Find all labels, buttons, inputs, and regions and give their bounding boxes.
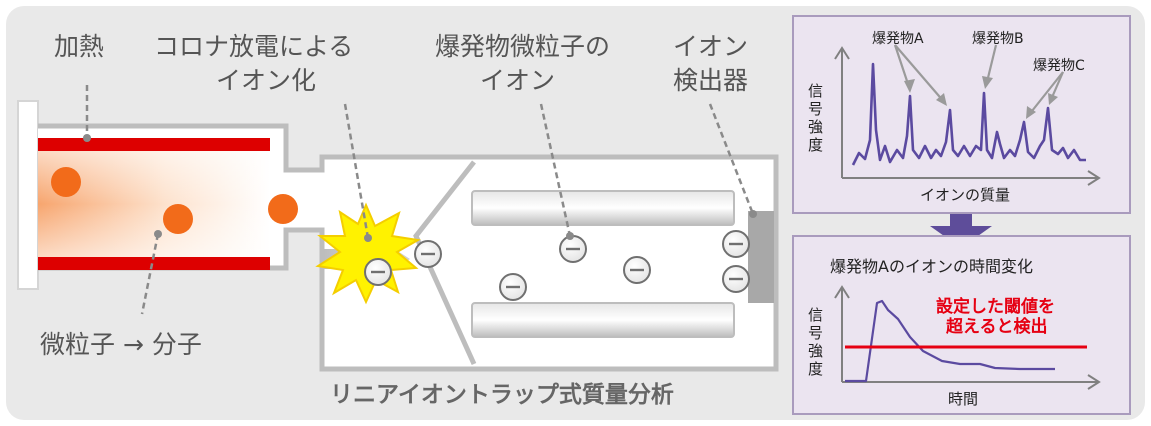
entrance-lens <box>413 160 477 366</box>
threshold-text-line2: 超えると検出 <box>946 316 1048 337</box>
label-heating: 加熱 <box>54 32 104 61</box>
label-corona-line1: コロナ放電による <box>154 32 353 61</box>
peak-label-c: 爆発物C <box>1033 58 1085 74</box>
spectrum-y-label: 信 号 強 度 <box>808 82 823 154</box>
particle <box>163 204 193 234</box>
label-detector-line1: イオン <box>673 32 748 61</box>
label-corona-line2: イオン化 <box>216 66 316 95</box>
ion-icon <box>499 273 527 301</box>
time-signal <box>845 299 1055 383</box>
label-particles-to-molecules: 微粒子 → 分子 <box>40 330 202 359</box>
heater-lower <box>38 257 270 270</box>
method-title: リニアイオントラップ式質量分析 <box>330 382 674 408</box>
label-particle-ion-line1: 爆発物微粒子の <box>435 32 610 61</box>
ion-icon <box>623 256 651 284</box>
threshold-text-line1: 設定した閾値を <box>936 296 1055 317</box>
spectrum-panel-frame <box>792 15 1131 214</box>
trap-rod-upper <box>471 190 735 226</box>
ion-icon <box>722 230 750 258</box>
leader-lines <box>85 85 755 315</box>
time-chart <box>792 235 1131 415</box>
svg-text:号: 号 <box>808 100 823 118</box>
particle <box>51 167 81 197</box>
corona-discharge-burst <box>315 202 421 305</box>
spectrum-x-label: イオンの質量 <box>920 186 1010 204</box>
svg-text:信: 信 <box>808 306 823 324</box>
particle <box>268 194 298 224</box>
time-y-label: 信 号 強 度 <box>808 306 823 378</box>
down-arrow-icon <box>930 214 992 248</box>
svg-text:度: 度 <box>808 360 823 378</box>
svg-text:強: 強 <box>808 118 823 136</box>
ion-detector-plate <box>748 211 774 303</box>
ion-icon <box>364 258 392 286</box>
label-particle-ion-line2: イオン <box>480 66 555 95</box>
tube-end-cap <box>17 100 39 290</box>
time-panel-frame <box>792 235 1131 415</box>
svg-text:強: 強 <box>808 342 823 360</box>
svg-text:号: 号 <box>808 324 823 342</box>
svg-text:信: 信 <box>808 82 823 100</box>
spectrum-chart <box>792 15 1131 214</box>
trap-chamber <box>315 160 774 366</box>
spectrum-signal <box>851 62 1086 166</box>
label-detector-line2: 検出器 <box>673 66 748 95</box>
time-x-label: 時間 <box>948 390 978 408</box>
time-panel-title: 爆発物Aのイオンの時間変化 <box>830 257 1033 276</box>
ion-icon <box>722 265 750 293</box>
peak-label-a: 爆発物A <box>872 31 924 47</box>
trap-rod-lower <box>471 302 735 338</box>
ions <box>364 230 750 301</box>
peak-label-b: 爆発物B <box>972 31 1024 47</box>
heater-upper <box>38 138 270 151</box>
svg-text:度: 度 <box>808 136 823 154</box>
ion-icon <box>414 240 442 268</box>
ion-icon <box>559 235 587 263</box>
